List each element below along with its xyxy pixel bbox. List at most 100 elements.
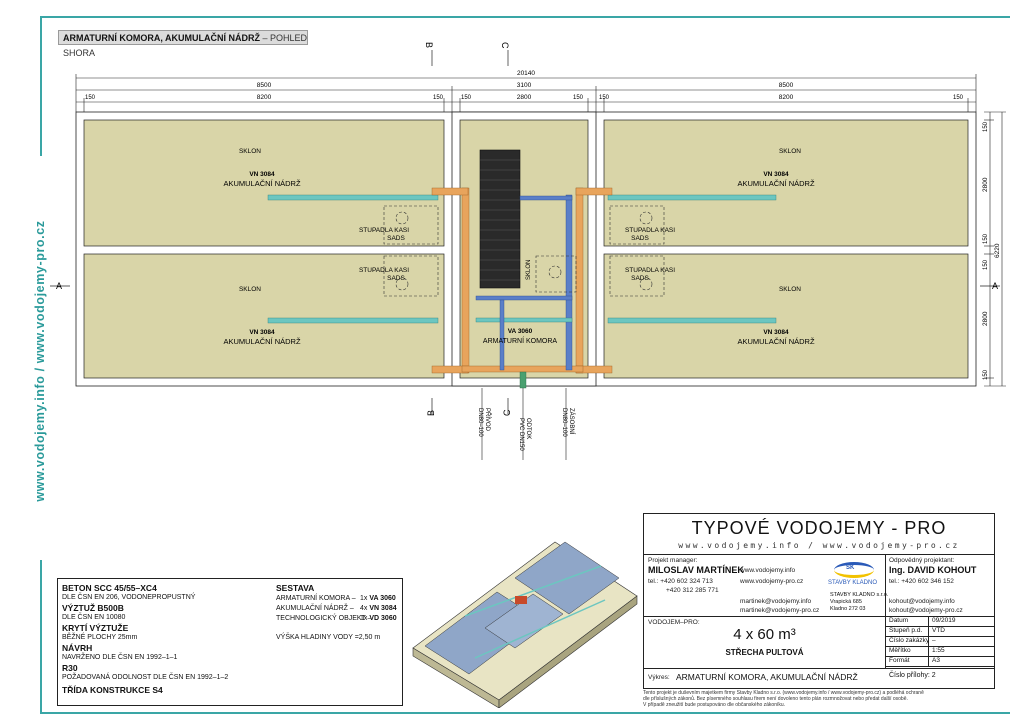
assembly-row-2: TECHNOLOGICKÝ OBJEKT – xyxy=(276,615,372,622)
company-addr2: Kladno 272 03 xyxy=(830,606,866,612)
resp-label: Odpovědný projektant: xyxy=(889,557,955,564)
pipe-outflow-dn: PVC DN150 xyxy=(518,418,524,451)
view-title-main: ARMATURNÍ KOMORA, AKUMULAČNÍ NÁDRŽ xyxy=(63,33,260,43)
pipe-inflow-dn: DN80–100 xyxy=(477,408,483,437)
drawing-label: Výkres: xyxy=(648,674,670,681)
drawing-name: ARMATURNÍ KOMORA, AKUMULAČNÍ NÁDRŽ xyxy=(676,672,858,682)
slope-br: SKLON xyxy=(779,286,801,293)
pm-mail2: martinek@vodojemy-pro.cz xyxy=(740,607,820,614)
company-name: STAVBY KLADNO s.r.o. xyxy=(830,592,889,598)
dim-v150-c: 150 xyxy=(983,259,989,270)
assembly-qty: 4x xyxy=(360,605,368,612)
pm-tel2: +420 312 285 771 xyxy=(666,587,719,594)
water-level: VÝŠKA HLADINY VODY =2,50 m xyxy=(276,634,381,641)
ladder-bl: STUPADLA KASI xyxy=(359,267,409,274)
top-frame-line xyxy=(40,16,1010,18)
ladder-sub-tl: SADS xyxy=(387,235,405,242)
ladder-br: STUPADLA KASI xyxy=(625,267,675,274)
section-c-bottom: C xyxy=(502,409,512,416)
dim-total: 20140 xyxy=(517,70,535,77)
info-key: Číslo zakázky xyxy=(889,637,930,644)
info-key: Měřítko xyxy=(889,647,911,654)
pipe-orange-bottom xyxy=(461,365,584,373)
tank-name-br: AKUMULAČNÍ NÁDRŽ xyxy=(737,337,815,346)
dim-150-b: 150 xyxy=(433,95,444,101)
dim-150-e: 150 xyxy=(599,95,610,101)
spec-class: TŘÍDA KONSTRUKCE S4 xyxy=(62,685,163,695)
chamber-code: VA 3060 xyxy=(508,328,533,335)
resp-tel: tel.: +420 602 346 152 xyxy=(889,578,954,585)
tank-name-tl: AKUMULAČNÍ NÁDRŽ xyxy=(223,179,301,188)
dim-v2800-b: 2800 xyxy=(982,311,989,326)
spec-cover-note: BĚŽNÉ PLOCHY 25mm xyxy=(62,634,138,641)
dim-v6220: 6220 xyxy=(994,243,1001,258)
info-value: A3 xyxy=(928,657,940,666)
ladder-sub-br: SADS xyxy=(631,275,649,282)
pipe-blue-horizontal xyxy=(519,195,573,201)
pipe-teal-top-right xyxy=(607,194,777,201)
dim-150-d: 150 xyxy=(573,95,584,101)
info-key: Datum xyxy=(889,617,909,624)
spec-rebar: VÝZTUŽ B500B xyxy=(62,603,124,613)
ladder-tl: STUPADLA KASI xyxy=(359,227,409,234)
dim-v150-b: 150 xyxy=(983,233,989,244)
section-b-bottom: B xyxy=(426,410,436,416)
ladder-tr: STUPADLA KASI xyxy=(625,227,675,234)
assembly-row-0: ARMATURNÍ KOMORA – xyxy=(276,595,356,602)
spec-design-note: NAVRŽENO DLE ČSN EN 1992–1–1 xyxy=(62,654,178,661)
dim-8200-b: 8200 xyxy=(779,94,794,101)
company-addr1: Vrapická 685 xyxy=(830,599,862,605)
tank-bottom-left xyxy=(83,253,445,379)
pipe-blue-mid xyxy=(475,295,573,301)
spec-cover: KRYTÍ VÝZTUŽE xyxy=(62,623,129,633)
chamber-slope: SKLON xyxy=(526,260,532,280)
info-value: – xyxy=(928,637,936,646)
pipe-teal-bottom-left xyxy=(267,317,439,324)
pipe-blue-down xyxy=(499,299,505,371)
resp-mail1: kohout@vodojemy.info xyxy=(889,598,955,605)
dim-150-c: 150 xyxy=(461,95,472,101)
pipe-teal-top-left xyxy=(267,194,439,201)
divider-3 xyxy=(644,668,994,669)
left-frame-line xyxy=(40,16,42,156)
pm-web1: www.vodojemy.info xyxy=(740,567,796,574)
divider-v1 xyxy=(885,554,886,616)
resp-mail2: kohout@vodojemy-pro.cz xyxy=(889,607,963,614)
tank-code-br: VN 3084 xyxy=(763,329,789,336)
assembly-qty-1: 4x VN 3084 xyxy=(360,605,397,612)
assembly-qty: 1x xyxy=(360,615,368,622)
brand-title: TYPOVÉ VODOJEMY - PRO xyxy=(691,518,947,538)
slope-tl: SKLON xyxy=(239,148,261,155)
spec-rebar-note: DLE ČSN EN 10080 xyxy=(62,614,126,621)
section-a-left: A xyxy=(56,281,62,291)
pipe-teal-chamber xyxy=(475,317,573,323)
pm-label: Projekt manager: xyxy=(648,557,698,564)
pipe-teal-bottom-right xyxy=(607,317,777,324)
pipe-inflow-label: PŘÍVOD xyxy=(484,408,492,432)
roof-type: STŘECHA PULTOVÁ xyxy=(725,648,804,657)
divider-1 xyxy=(644,554,994,555)
spec-box: BETON SCC 45/55–XC4 DLE ČSN EN 206, VODO… xyxy=(57,578,403,706)
info-row: Stupeň p.d.VTD xyxy=(886,627,994,637)
assembly-row-1: AKUMULAČNÍ NÁDRŽ – xyxy=(276,605,354,612)
pm-name: MILOSLAV MARTÍNEK xyxy=(648,565,744,575)
pipe-orange-top-l xyxy=(431,187,469,196)
assembly-code: VD 3060 xyxy=(369,615,397,622)
left-frame-line-bottom xyxy=(40,560,42,712)
tank-code-bl: VN 3084 xyxy=(249,329,275,336)
pipe-blue-vertical xyxy=(565,194,573,371)
tank-bottom-right xyxy=(603,253,969,379)
tank-top-right xyxy=(603,119,969,247)
ladder-sub-bl: SADS xyxy=(387,275,405,282)
dim-150-a: 150 xyxy=(85,95,96,101)
view-title: ARMATURNÍ KOMORA, AKUMULAČNÍ NÁDRŽ – POH… xyxy=(58,30,308,58)
info-value: 1:55 xyxy=(928,647,945,656)
assembly-name: AKUMULAČNÍ NÁDRŽ – xyxy=(276,605,354,612)
disclaimer-line-2: dle příslušných zákonů. Bez písemného so… xyxy=(643,696,908,702)
assembly-code: VA 3060 xyxy=(369,595,396,602)
attachment-no: Číslo přílohy: 2 xyxy=(889,672,936,679)
disclaimer-line-3: V případě zneužití bude postupováno dle … xyxy=(643,702,786,708)
bottom-frame-line xyxy=(40,712,1010,714)
